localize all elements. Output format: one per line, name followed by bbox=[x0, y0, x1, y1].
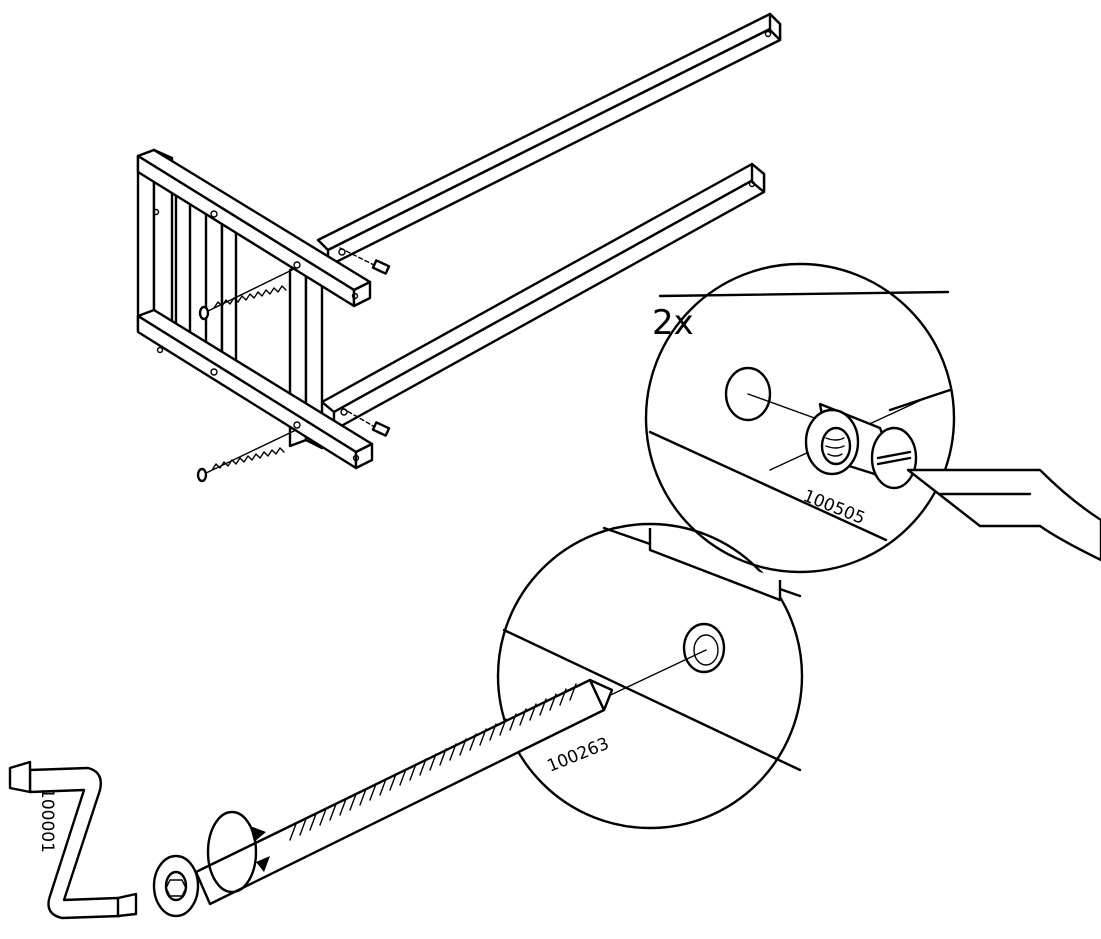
long-screws bbox=[196, 267, 297, 483]
lower-long-rail bbox=[320, 162, 766, 432]
barrel-nut-detail: 2x 100505 bbox=[644, 262, 1101, 574]
rotate-arrow-icon bbox=[206, 810, 270, 894]
bolt-hole-detail: 100263 bbox=[496, 522, 804, 830]
allen-key-part-number: 100001 bbox=[37, 788, 57, 853]
bolt-hole bbox=[682, 622, 726, 674]
barrel-nut-part-number: 100505 bbox=[800, 486, 868, 529]
bolt-part-number: 100263 bbox=[544, 734, 612, 777]
dowel-pins bbox=[338, 247, 391, 437]
quantity-label: 2x bbox=[652, 303, 694, 343]
insert-hole bbox=[724, 366, 772, 422]
upper-long-rail bbox=[316, 12, 782, 268]
frame-assembly-icon bbox=[136, 12, 782, 483]
end-frame bbox=[136, 148, 374, 470]
bolt-icon bbox=[152, 678, 614, 918]
barrel-nut-icon bbox=[804, 402, 918, 490]
flat-screwdriver-icon bbox=[906, 468, 1101, 562]
allen-key-icon: 100001 bbox=[8, 760, 138, 920]
